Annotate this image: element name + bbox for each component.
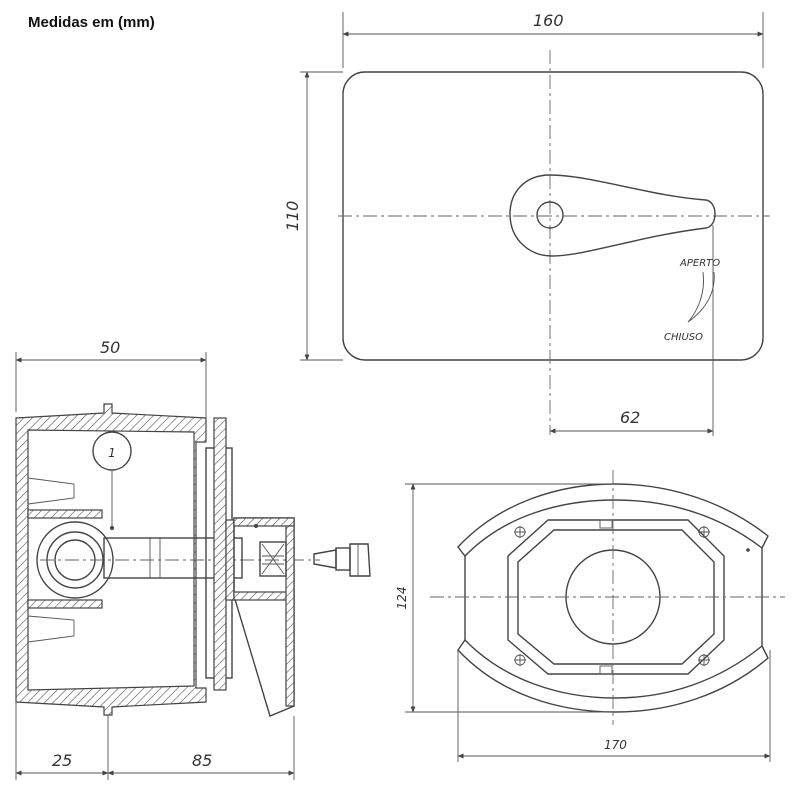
screw-hole-top-right-icon [698,526,710,538]
flange-gasket [225,519,235,601]
units-title: Medidas em (mm) [28,14,155,31]
left-dimension-label: 25 [52,751,72,770]
rib-upper [27,477,75,505]
screw-hole-top-left-icon [514,526,526,538]
open-close-arc-arrow-edge [687,271,715,323]
height-dimension-label: 110 [283,201,302,232]
octagonal-body-inner [517,529,715,665]
external-housing [233,517,295,717]
rib-lower-hatched [27,599,103,609]
rib-lower [27,615,75,643]
rear-height-dimension-label: 124 [395,587,409,610]
offset-dimension-label: 62 [620,408,640,427]
open-close-arc-arrow-icon [687,271,704,323]
flange-mark-dot [746,548,750,552]
cover-plate-section [213,417,227,691]
housing-screw-dot [254,524,258,528]
rear-width-dimension-label: 170 [604,738,627,752]
housing-mid-hatched [233,591,295,601]
open-label: APERTO [679,258,720,269]
width-dimension-label: 160 [533,11,564,30]
valve-seat-outer-icon [36,521,114,599]
screw-hole-bottom-left-icon [514,654,526,666]
flange-lower-arc [457,638,769,713]
right-dimension-label: 85 [192,751,212,770]
screw-cap-icon [349,543,371,577]
valve-stem [103,537,243,579]
lever-pivot-icon [536,201,564,229]
front-view-plate: APERTO CHIUSO 160 110 62 [283,11,770,436]
packing-block [259,541,287,577]
side-section-view: 1 50 25 85 [15,338,371,780]
screw-tip-icon [313,549,337,569]
notch-bottom [599,665,613,675]
rear-view-flange: 124 170 [395,470,785,762]
screw-shank [335,547,351,571]
callout-leader-dot [110,526,114,530]
housing-top-hatched [233,517,295,527]
depth-dimension-label: 50 [100,338,120,357]
lever-handle-icon [509,174,716,257]
housing-side-hatched [285,525,295,707]
packing-cross-icon [261,543,285,575]
rib-upper-hatched [27,509,103,519]
callout-number: 1 [108,446,116,460]
notch-top [599,519,613,529]
closed-label: CHIUSO [664,332,703,343]
screw-hole-bottom-right-icon [698,654,710,666]
